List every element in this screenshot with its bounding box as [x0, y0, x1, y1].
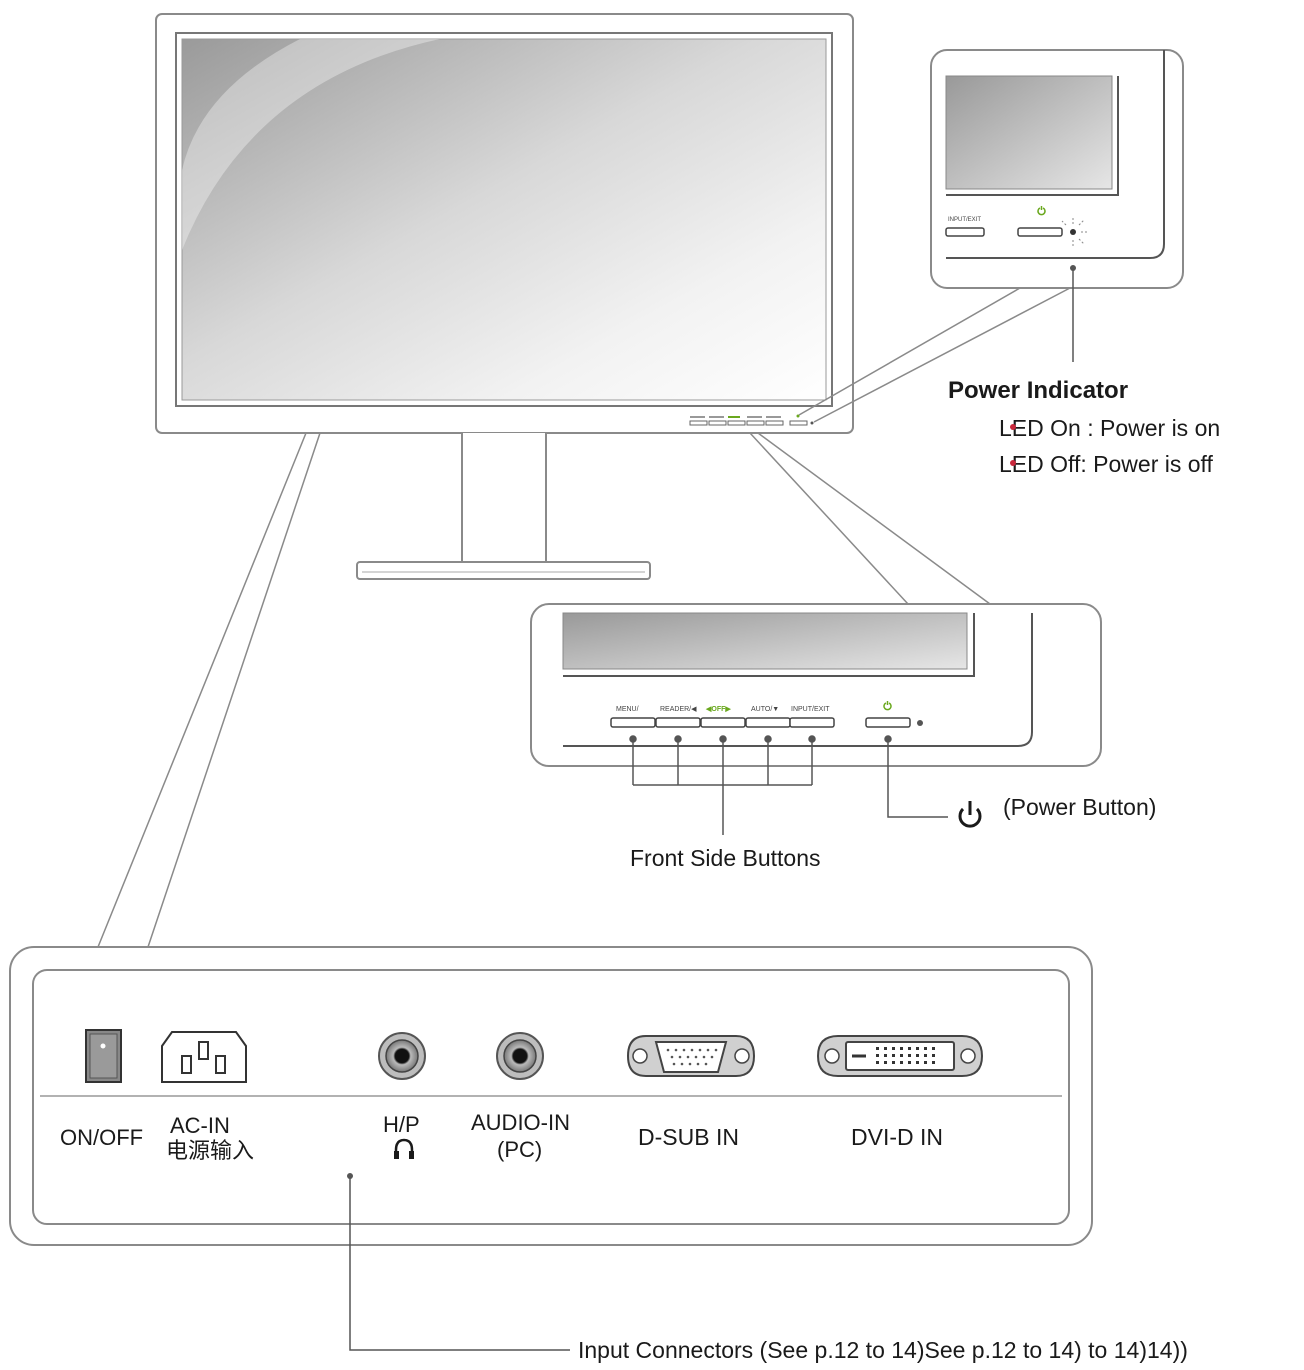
off-label: ◀OFF▶ — [705, 706, 731, 713]
audio-in-label: AUDIO-IN — [471, 1110, 570, 1135]
front-buttons-zoom: MENU/ READER/◀ ◀OFF▶ AUTO/▼ INPUT/EXIT — [530, 603, 1102, 835]
off-button — [700, 717, 746, 728]
led-off-text: LED Off: Power is off — [999, 451, 1214, 477]
power-button-callout: (Power Button) — [958, 794, 1156, 828]
led-off-dot — [1010, 460, 1016, 466]
input-button — [789, 717, 835, 728]
front-button-labels: MENU/ READER/◀ ◀OFF▶ AUTO/▼ INPUT/EXIT — [616, 706, 830, 713]
headphone-jack-icon — [378, 1032, 426, 1080]
power-switch-icon — [85, 1029, 122, 1083]
power-indicator-title: Power Indicator — [948, 377, 1128, 404]
power-button-label: (Power Button) — [1003, 794, 1156, 820]
audio-in-jack-icon — [496, 1032, 544, 1080]
led-icon — [1070, 229, 1076, 235]
zoom-power-icon — [1037, 207, 1046, 216]
led-on-dot — [1010, 424, 1016, 430]
audio-in-pc-label: (PC) — [497, 1137, 542, 1162]
auto-label: AUTO/▼ — [751, 706, 779, 713]
hp-label: H/P — [383, 1112, 420, 1137]
power-button — [865, 717, 911, 728]
ac-in-label: AC-IN — [170, 1113, 230, 1138]
front-side-buttons-label: Front Side Buttons — [630, 845, 821, 871]
monitor — [155, 13, 854, 580]
zoom-power-button — [1017, 227, 1063, 237]
callout-lines — [97, 287, 1071, 948]
on-off-label: ON/OFF — [60, 1125, 143, 1150]
power-indicator-legend: Power Indicator LED On : Power is on LED… — [948, 377, 1220, 477]
reader-button — [655, 717, 701, 728]
rear-panel-zoom: ON/OFF AC-IN 电源输入 H/P AUDIO-IN (PC) D-SU… — [9, 946, 1093, 1246]
input-label: INPUT/EXIT — [791, 706, 830, 713]
power-indicator-zoom: INPUT/EXIT — [930, 49, 1184, 362]
zoom-input-label: INPUT/EXIT — [948, 217, 981, 223]
zoom2-power-icon — [883, 702, 892, 711]
bezel-buttons — [689, 414, 814, 426]
reader-label: READER/◀ — [660, 706, 697, 713]
input-connectors-caption: Input Connectors (See p.12 to 14)See p.1… — [578, 1337, 1188, 1363]
menu-label: MENU/ — [616, 706, 639, 713]
dsub-port-icon — [626, 1035, 756, 1077]
power-symbol-icon — [958, 807, 982, 828]
headphones-icon — [394, 1138, 414, 1159]
led-on-text: LED On : Power is on — [999, 415, 1220, 441]
dvid-label: DVI-D IN — [851, 1124, 943, 1150]
dvi-port-icon — [816, 1035, 984, 1077]
auto-button — [745, 717, 791, 728]
ac-in-cn-label: 电源输入 — [166, 1138, 254, 1163]
menu-button — [610, 717, 656, 728]
dsub-label: D-SUB IN — [638, 1124, 739, 1150]
input-connectors-leader — [349, 1176, 570, 1351]
ac-in-socket-icon — [161, 1031, 247, 1083]
monitor-screen — [181, 38, 827, 401]
monitor-stand — [356, 433, 651, 580]
zoom-input-button — [945, 227, 985, 237]
power-led — [917, 720, 923, 726]
